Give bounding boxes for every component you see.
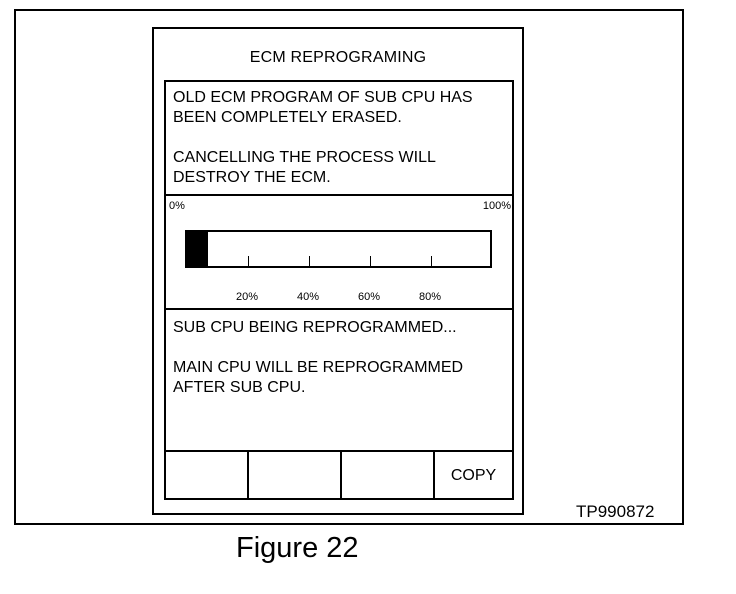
progress-tick bbox=[248, 256, 249, 266]
softkey-bar: COPY bbox=[166, 450, 512, 500]
progress-fill bbox=[187, 232, 209, 266]
progress-bar bbox=[185, 230, 492, 268]
progress-end-label: 100% bbox=[482, 200, 511, 212]
sub-cpu-status-text: SUB CPU BEING REPROGRAMMED... bbox=[173, 319, 457, 336]
progress-section: 0% 100% 20% 40% 60% 80% bbox=[166, 196, 512, 310]
scan-tool-display: ECM REPROGRAMING OLD ECM PROGRAM OF SUB … bbox=[152, 27, 524, 515]
figure-frame bbox=[14, 9, 684, 525]
tick-label-80: 80% bbox=[418, 291, 442, 303]
cancel-warning-text: CANCELLING THE PROCESS WILL DESTROY THE … bbox=[173, 149, 436, 186]
progress-tick bbox=[431, 256, 432, 266]
progress-tick bbox=[370, 256, 371, 266]
erase-notice-text: OLD ECM PROGRAM OF SUB CPU HAS BEEN COMP… bbox=[173, 89, 473, 126]
copy-softkey[interactable]: COPY bbox=[450, 467, 497, 484]
erase-notice-section: OLD ECM PROGRAM OF SUB CPU HAS BEEN COMP… bbox=[166, 82, 512, 196]
tick-label-40: 40% bbox=[296, 291, 320, 303]
figure-id: TP990872 bbox=[576, 502, 655, 521]
tick-label-60: 60% bbox=[357, 291, 381, 303]
screen-title: ECM REPROGRAMING bbox=[249, 49, 427, 66]
softkey-3[interactable] bbox=[342, 452, 435, 500]
main-cpu-status-text: MAIN CPU WILL BE REPROGRAMMED AFTER SUB … bbox=[173, 359, 464, 396]
tick-label-20: 20% bbox=[235, 291, 259, 303]
softkey-2[interactable] bbox=[249, 452, 342, 500]
progress-tick bbox=[309, 256, 310, 266]
status-section: SUB CPU BEING REPROGRAMMED... MAIN CPU W… bbox=[166, 310, 512, 450]
softkey-1[interactable] bbox=[166, 452, 249, 500]
progress-start-label: 0% bbox=[169, 200, 185, 212]
screen-panel: OLD ECM PROGRAM OF SUB CPU HAS BEEN COMP… bbox=[164, 80, 514, 500]
figure-caption: Figure 22 bbox=[236, 532, 359, 564]
